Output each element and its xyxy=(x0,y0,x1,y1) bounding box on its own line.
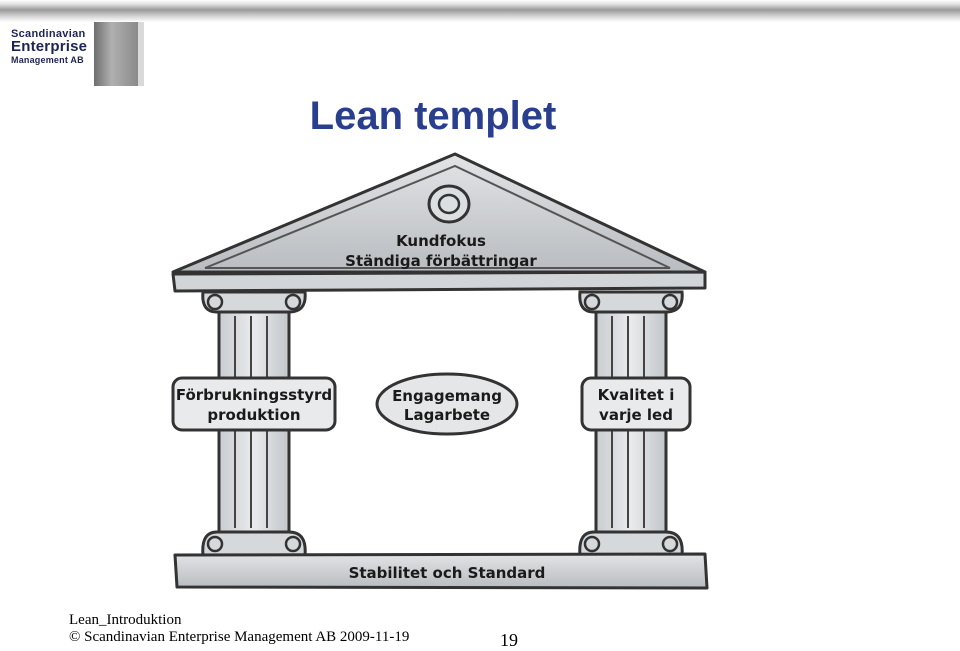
center-text-line1: Engagemang xyxy=(392,387,502,405)
left-pillar-text-line2: produktion xyxy=(207,406,300,424)
temple-architrave xyxy=(171,270,707,293)
logo-side-strip xyxy=(138,22,144,86)
company-logo: Scandinavian Enterprise Management AB xyxy=(0,22,94,86)
center-text-line2: Lagarbete xyxy=(404,406,490,424)
footer-presentation-name: Lean_Introduktion xyxy=(69,612,182,628)
footer-copyright: © Scandinavian Enterprise Management AB … xyxy=(69,629,410,645)
roof-ornament xyxy=(427,184,471,224)
top-decorative-bar xyxy=(0,0,960,22)
roof-text-line1: Kundfokus xyxy=(396,232,486,250)
logo-side-block xyxy=(94,22,138,86)
logo-line-3: Management AB xyxy=(11,55,84,65)
temple-roof: Kundfokus Ständiga förbättringar xyxy=(171,152,707,274)
base-text: Stabilitet och Standard xyxy=(349,564,546,582)
center-label-ellipse xyxy=(375,372,519,436)
right-pillar-text-line1: Kvalitet i xyxy=(598,386,675,404)
slide-title: Lean templet xyxy=(309,94,557,138)
left-pillar-label-box xyxy=(171,376,337,432)
lean-temple-diagram: Kundfokus Ständiga förbättringar Förbruk… xyxy=(171,152,709,590)
logo-line-2: Enterprise xyxy=(11,38,88,55)
left-pillar-text-line1: Förbrukningsstyrd xyxy=(176,386,332,404)
temple-base xyxy=(173,552,709,590)
page-number: 19 xyxy=(500,630,518,650)
right-pillar-label-box xyxy=(580,376,692,432)
right-pillar-text-line2: varje led xyxy=(599,406,673,424)
roof-text-line2: Ständiga förbättringar xyxy=(345,252,537,270)
logo-line-1: Scandinavian xyxy=(11,28,86,40)
